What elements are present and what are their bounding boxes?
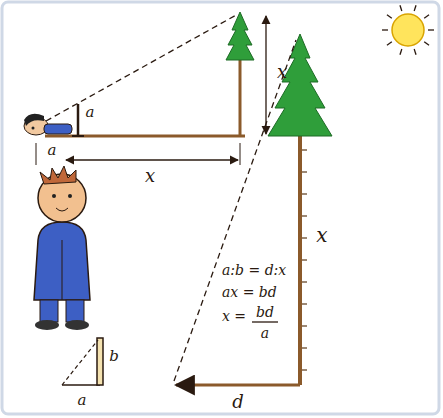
sun-ray bbox=[428, 29, 434, 30]
ground-line bbox=[45, 135, 245, 138]
sun-ray bbox=[400, 49, 402, 55]
standing-man bbox=[34, 166, 90, 330]
spruce-top bbox=[268, 34, 332, 136]
trunk-tick bbox=[302, 149, 307, 150]
trunk-tick bbox=[302, 369, 307, 370]
dimension-label: b bbox=[109, 349, 119, 364]
dimension-label: a bbox=[86, 105, 95, 120]
formula-text: a:b = d:x bbox=[222, 263, 286, 277]
measuring-stick bbox=[97, 338, 103, 385]
dimension-label: x bbox=[277, 63, 287, 81]
distance-arrow bbox=[66, 159, 238, 160]
trunk-tick bbox=[302, 325, 307, 326]
dimension-tick bbox=[36, 143, 37, 165]
trunk-tick bbox=[302, 193, 307, 194]
sight-line bbox=[46, 14, 238, 121]
triangle-base bbox=[62, 384, 100, 386]
trunk-tick bbox=[302, 237, 307, 238]
height-arrow bbox=[265, 16, 266, 134]
sun-ray bbox=[424, 15, 429, 19]
frame bbox=[2, 2, 439, 414]
formula-text: x = bbox=[222, 309, 246, 323]
dimension-label: x bbox=[145, 167, 155, 185]
sun-ray bbox=[414, 49, 416, 55]
sun-ray bbox=[414, 5, 416, 11]
stick-base bbox=[72, 135, 84, 137]
sun-ray bbox=[400, 5, 402, 11]
dimension-label: a bbox=[78, 393, 87, 408]
lying-man bbox=[24, 114, 72, 135]
trunk-tick bbox=[302, 303, 307, 304]
measuring-stick bbox=[77, 104, 80, 136]
sun-ray bbox=[382, 29, 388, 30]
formula-text: ax = bd bbox=[222, 285, 277, 299]
dimension-label: x bbox=[316, 225, 327, 245]
shadow-line bbox=[174, 40, 296, 381]
fraction-bar bbox=[252, 321, 278, 322]
trunk-tick bbox=[302, 281, 307, 282]
dimension-label: d bbox=[232, 393, 244, 411]
sun-ray bbox=[387, 15, 392, 19]
formula-text: a bbox=[261, 326, 269, 340]
formula-text: bd bbox=[256, 305, 274, 319]
sun bbox=[382, 5, 434, 54]
trunk-tick bbox=[302, 259, 307, 260]
dimension-tick bbox=[240, 143, 241, 165]
sun-ray bbox=[387, 42, 392, 46]
trunk-tick bbox=[302, 347, 307, 348]
trunk-tick bbox=[302, 171, 307, 172]
dimension-label: a bbox=[48, 143, 57, 158]
sun-ray bbox=[424, 42, 429, 46]
ground-arrow bbox=[176, 384, 300, 387]
spruce-top bbox=[226, 12, 254, 60]
triangle-hypotenuse bbox=[62, 340, 98, 385]
trunk-tick bbox=[302, 215, 307, 216]
